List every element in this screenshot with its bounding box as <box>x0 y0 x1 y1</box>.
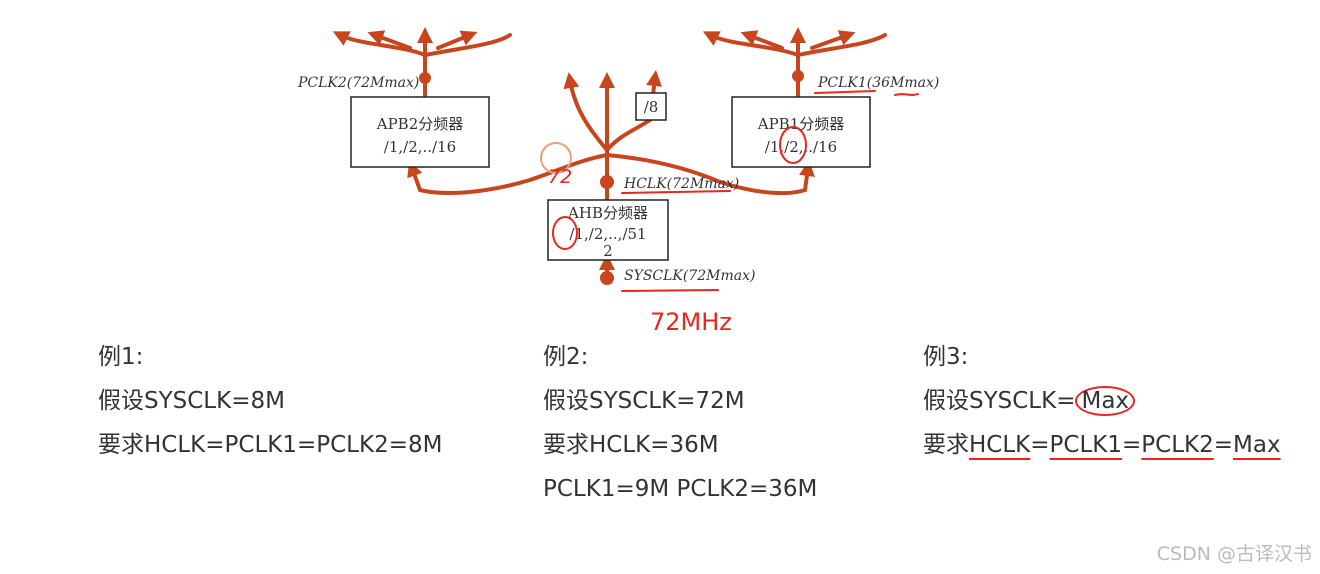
apb2-node <box>419 72 431 84</box>
apb2-prescaler-box <box>350 96 490 168</box>
freq-72mhz-annotation: 72MHz <box>650 308 732 336</box>
apb2-box-options: /1,/2,../16 <box>384 138 456 156</box>
example-3-hclk: HCLK <box>969 432 1031 458</box>
hclk-node <box>600 175 614 189</box>
example-1-line2: 要求HCLK=PCLK1=PCLK2=8M <box>98 432 443 458</box>
clock-tree-diagram: APB2分频器 /1,/2,../16 APB1分频器 /1,/2,../16 … <box>297 27 939 336</box>
div8-label: /8 <box>644 98 659 116</box>
hclk-underline <box>621 190 731 194</box>
apb2-box-title: APB2分频器 <box>376 115 464 133</box>
ahb-box-options: /1,/2,..,/51 <box>569 225 646 243</box>
example-3-title: 例3: <box>923 344 969 370</box>
div-72-annotation: 72 <box>548 166 572 188</box>
apb1-box-title: APB1分频器 <box>757 115 845 133</box>
div8-box <box>635 92 667 121</box>
ahb-box-options-cont: 2 <box>603 242 613 260</box>
example-3-eq3: = <box>1213 432 1234 458</box>
example-3-line1-prefix: 假设SYSCLK= <box>923 388 1076 414</box>
example-2-line2: 要求HCLK=36M <box>543 432 719 458</box>
apb2-output-tree <box>332 27 512 99</box>
example-3-max: Max <box>1233 432 1281 458</box>
hclk-label: HCLK(72Mmax) <box>623 176 739 192</box>
example-3-max-circled: Max <box>1075 386 1136 416</box>
example-3-eq2: = <box>1122 432 1142 458</box>
example-2-line3: PCLK1=9M PCLK2=36M <box>543 476 818 502</box>
example-3-pclk2: PCLK2 <box>1141 432 1214 458</box>
example-3-line2: 要求HCLK=PCLK1=PCLK2=Max <box>923 423 1281 467</box>
example-3-line1: 假设SYSCLK=Max <box>923 379 1281 423</box>
example-1-line1: 假设SYSCLK=8M <box>98 388 285 414</box>
pclk1-underline <box>814 90 876 94</box>
pclk2-label: PCLK2(72Mmax) <box>297 75 419 91</box>
ahb-prescaler-box <box>547 199 669 261</box>
apb1-node <box>792 70 804 82</box>
pclk1-label: PCLK1(36Mmax) <box>817 75 939 91</box>
hclk-branch-circle <box>540 142 572 174</box>
apb1-div2-circle <box>779 126 807 164</box>
sysclk-node <box>600 271 614 285</box>
example-3-eq1: = <box>1030 432 1050 458</box>
example-3-line2-prefix: 要求 <box>923 432 969 458</box>
ahb-box-title: AHB分频器 <box>567 204 648 222</box>
ahb-div1-circle <box>552 216 578 250</box>
example-2-title: 例2: <box>543 344 589 370</box>
example-3: 例3: 假设SYSCLK=Max 要求HCLK=PCLK1=PCLK2=Max <box>923 335 1281 467</box>
example-1-title: 例1: <box>98 344 144 370</box>
example-2-line1: 假设SYSCLK=72M <box>543 388 745 414</box>
sysclk-label: SYSCLK(72Mmax) <box>624 268 755 284</box>
example-1: 例1: 假设SYSCLK=8M 要求HCLK=PCLK1=PCLK2=8M <box>98 335 442 467</box>
pclk1-squiggle <box>894 93 919 96</box>
example-3-pclk1: PCLK1 <box>1049 432 1123 458</box>
sysclk-underline <box>621 289 719 292</box>
watermark: CSDN @古译汉书 <box>1156 543 1312 565</box>
example-2: 例2: 假设SYSCLK=72M 要求HCLK=36M PCLK1=9M PCL… <box>543 335 817 511</box>
apb1-box-options: /1,/2,../16 <box>765 138 837 156</box>
apb1-output-tree <box>702 27 887 99</box>
